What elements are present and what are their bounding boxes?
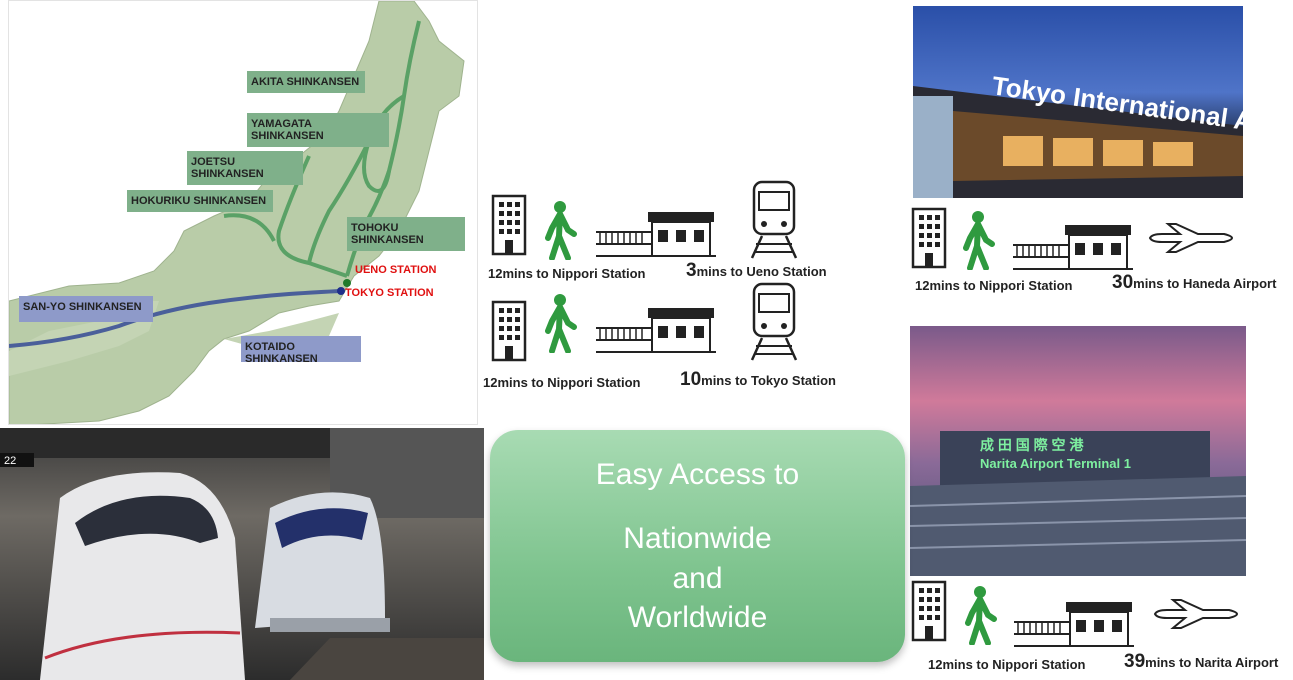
access-line-1: Easy Access to	[595, 458, 800, 491]
access-line-3: and	[672, 562, 723, 595]
japan-shinkansen-map: AKITA SHINKANSEN YAMAGATA SHINKANSEN JOE…	[8, 0, 478, 425]
haneda-train-minutes: 30	[1112, 272, 1134, 293]
tokyo-train-destination: mins to Tokyo Station	[701, 373, 836, 388]
walking-person-icon	[542, 293, 578, 358]
tokyo-station-label: TOKYO STATION	[345, 287, 434, 299]
train-front-icon	[750, 180, 798, 265]
haneda-terminal-illustration: Tokyo International Airport	[913, 70, 1243, 198]
haneda-train-destination: mins to Haneda Airport	[1133, 276, 1277, 291]
ueno-walk-time: 12mins to Nippori Station	[488, 266, 646, 281]
kotaido-shinkansen-label: KOTAIDO SHINKANSEN	[241, 336, 361, 365]
ueno-train-destination: mins to Ueno Station	[696, 264, 827, 279]
building-icon	[490, 300, 528, 367]
station-building-icon	[1014, 600, 1134, 653]
walking-person-icon	[962, 585, 998, 650]
building-icon	[910, 207, 948, 274]
station-building-icon	[596, 210, 716, 263]
haneda-train-time: 30mins to Haneda Airport	[1112, 272, 1276, 294]
access-line-4: Worldwide	[627, 601, 768, 634]
tokyo-walk-time: 12mins to Nippori Station	[483, 375, 641, 390]
ueno-train-minutes: 3	[686, 260, 697, 281]
narita-terminal-illustration: 成 田 国 際 空 港 Narita Airport Terminal 1	[910, 431, 1246, 576]
trains-illustration: 22	[0, 428, 484, 680]
narita-walk-time: 12mins to Nippori Station	[928, 657, 1086, 672]
ueno-train-time: 3mins to Ueno Station	[686, 260, 827, 282]
ueno-station-label: UENO STATION	[355, 264, 437, 276]
akita-shinkansen-label: AKITA SHINKANSEN	[247, 71, 365, 93]
walking-person-icon	[960, 210, 996, 275]
narita-airport-photo: 成 田 国 際 空 港 Narita Airport Terminal 1	[910, 326, 1246, 576]
train-front-icon	[750, 282, 798, 367]
tokyo-train-time: 10mins to Tokyo Station	[680, 369, 836, 391]
hokuriku-shinkansen-label: HOKURIKU SHINKANSEN	[127, 190, 273, 212]
airplane-icon	[1153, 598, 1239, 635]
haneda-walk-time: 12mins to Nippori Station	[915, 278, 1073, 293]
tokyo-train-minutes: 10	[680, 369, 702, 390]
narita-train-minutes: 39	[1124, 651, 1146, 672]
walking-person-icon	[542, 200, 578, 265]
narita-sign-japanese: 成 田 国 際 空 港	[980, 437, 1084, 453]
narita-sign-english: Narita Airport Terminal 1	[980, 456, 1131, 471]
airplane-icon	[1148, 222, 1234, 259]
shinkansen-trains-photo: 22	[0, 428, 484, 680]
narita-train-destination: mins to Narita Airport	[1145, 655, 1279, 670]
yamagata-shinkansen-label: YAMAGATA SHINKANSEN	[247, 113, 389, 147]
access-line-2: Nationwide	[623, 522, 772, 555]
joetsu-shinkansen-label: JOETSU SHINKANSEN	[187, 151, 303, 185]
haneda-airport-photo: Tokyo International Airport	[913, 6, 1243, 198]
station-building-icon	[596, 306, 716, 359]
building-icon	[910, 580, 948, 647]
platform-sign: 22	[4, 455, 16, 467]
narita-train-time: 39mins to Narita Airport	[1124, 651, 1278, 673]
sanyo-shinkansen-label: SAN-YO SHINKANSEN	[19, 296, 153, 322]
tohoku-shinkansen-label: TOHOKU SHINKANSEN	[347, 217, 465, 251]
building-icon	[490, 194, 528, 261]
station-building-icon	[1013, 223, 1133, 276]
easy-access-box: Easy Access to Nationwide and Worldwide	[490, 430, 905, 662]
